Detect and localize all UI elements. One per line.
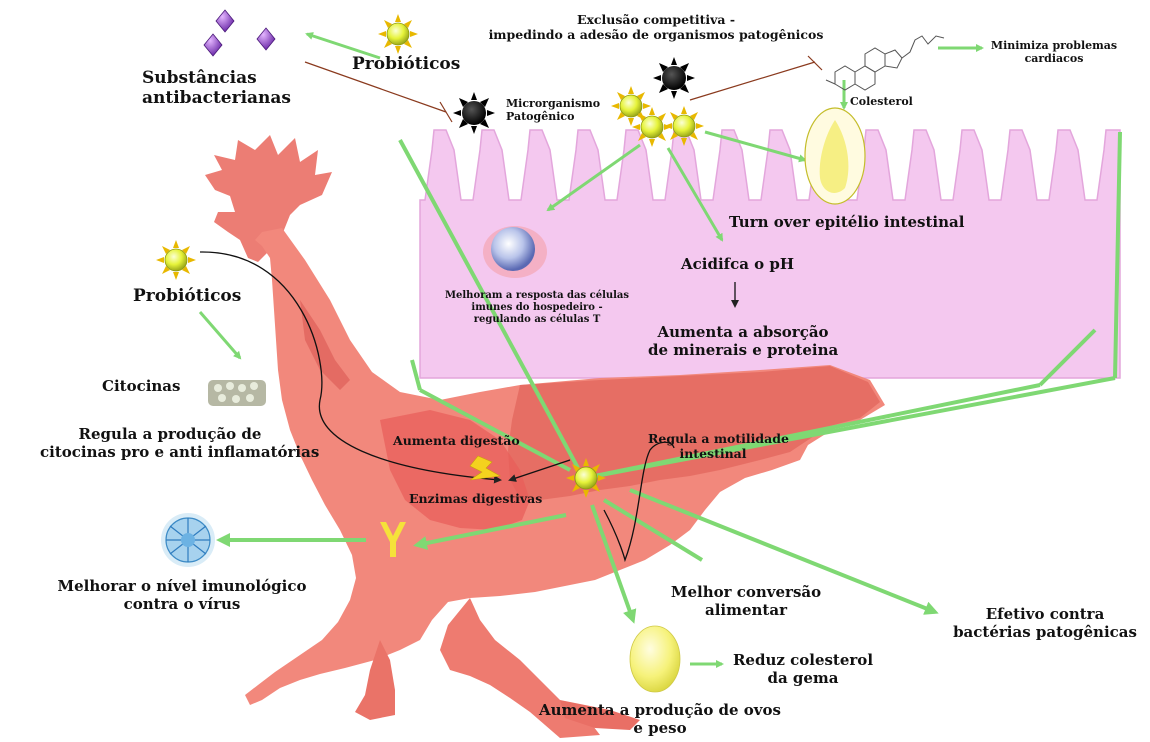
label-regula-producao-line1: Regula a produção de [40, 426, 300, 444]
label-minimiza: Minimiza problemas cardiacos [988, 40, 1120, 66]
label-enzimas: Enzimas digestivas [409, 492, 542, 507]
label-acidifca: Acidifca o pH [681, 256, 794, 274]
label-substancias-line2: antibacterianas [142, 88, 291, 108]
label-microrganismo: Microrganismo Patogênico [506, 98, 600, 124]
label-probioticos-top: Probióticos [352, 54, 460, 74]
probiotic-sun-icon [156, 240, 196, 280]
label-regula-motilidade: Regula a motilidade intestinal [648, 432, 778, 462]
label-regula-motilidade-line1: Regula a motilidade [648, 432, 778, 447]
label-efetivo-line1: Efetivo contra [950, 606, 1140, 624]
label-substancias: Substâncias antibacterianas [142, 68, 291, 108]
label-aumenta-absorcao-line2: de minerais e proteina [648, 342, 838, 360]
label-exclusao-line2: impedindo a adesão de organismos patogên… [486, 28, 826, 43]
label-melhoram-line1: Melhoram a resposta das células [427, 290, 647, 302]
immune-cell-icon [483, 226, 547, 278]
label-efetivo-line2: bactérias patogênicas [950, 624, 1140, 642]
label-melhoram-line2: imunes do hospedeiro - [427, 302, 647, 314]
label-melhor-conversao: Melhor conversão alimentar [666, 584, 826, 619]
cholesterol-capsule-icon [805, 108, 865, 204]
label-melhoram-line3: regulando as células T [427, 314, 647, 326]
label-colesterol: Colesterol [850, 96, 913, 109]
label-reduz-colesterol: Reduz colesterol da gema [728, 652, 878, 687]
probiotic-sun-icon [664, 106, 704, 146]
label-regula-producao: Regula a produção de citocinas pro e ant… [40, 426, 300, 461]
probiotic-sun-icon [632, 107, 672, 147]
egg-icon [630, 626, 680, 692]
label-substancias-line1: Substâncias [142, 68, 291, 88]
label-aumenta-producao-line1: Aumenta a produção de ovos [525, 702, 795, 720]
label-minimiza-line2: cardiacos [988, 53, 1120, 66]
label-probioticos-left: Probióticos [133, 286, 241, 306]
label-turnover: Turn over epitélio intestinal [729, 214, 964, 232]
label-exclusao: Exclusão competitiva - impedindo a adesã… [486, 13, 826, 43]
pathogen-black-sun-icon [453, 92, 495, 134]
label-regula-producao-line2: citocinas pro e anti inflamatórias [40, 444, 300, 462]
label-melhorar-nivel-line2: contra o vírus [40, 596, 324, 614]
label-aumenta-absorcao-line1: Aumenta a absorção [648, 324, 838, 342]
label-regula-motilidade-line2: intestinal [648, 447, 778, 462]
label-citocinas: Citocinas [102, 378, 180, 396]
purple-diamond-icon [204, 10, 275, 56]
label-exclusao-line1: Exclusão competitiva - [486, 13, 826, 28]
label-melhorar-nivel: Melhorar o nível imunológico contra o ví… [40, 578, 324, 613]
label-aumenta-digestao: Aumenta digestão [393, 434, 520, 449]
virus-icon [161, 513, 215, 567]
label-melhor-conversao-line1: Melhor conversão [666, 584, 826, 602]
label-reduz-line1: Reduz colesterol [728, 652, 878, 670]
probiotic-sun-icon [566, 458, 606, 498]
label-melhor-conversao-line2: alimentar [666, 602, 826, 620]
label-melhoram: Melhoram a resposta das células imunes d… [427, 290, 647, 325]
cytokine-icon [208, 380, 266, 406]
label-aumenta-producao-line2: e peso [525, 720, 795, 738]
label-melhorar-nivel-line1: Melhorar o nível imunológico [40, 578, 324, 596]
label-efetivo: Efetivo contra bactérias patogênicas [950, 606, 1140, 641]
label-aumenta-absorcao: Aumenta a absorção de minerais e protein… [648, 324, 838, 359]
label-aumenta-producao: Aumenta a produção de ovos e peso [525, 702, 795, 737]
pathogen-black-sun-icon [653, 57, 695, 99]
label-microrganismo-line2: Patogênico [506, 111, 600, 124]
label-reduz-line2: da gema [728, 670, 878, 688]
probiotic-sun-icon [378, 14, 418, 54]
